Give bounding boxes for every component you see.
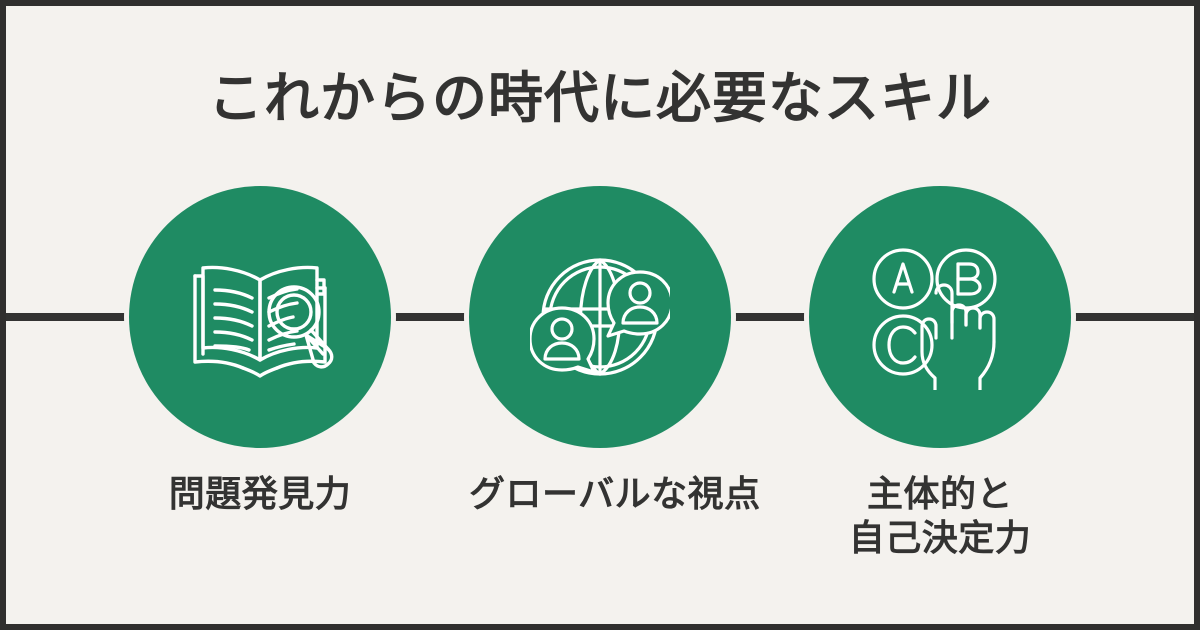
- abc-choice-hand-icon: [870, 245, 1010, 390]
- page-title: これからの時代に必要なスキル: [207, 67, 992, 129]
- book-magnifier-icon: [185, 250, 335, 385]
- skill-label-3-line1: 主体的と: [866, 473, 1013, 514]
- skill-item-1: [129, 186, 391, 448]
- skill-label-row: 問題発見力 グローバルな視点 主体的と 自己決定力: [6, 472, 1194, 592]
- skill-label-3: 主体的と 自己決定力: [809, 472, 1071, 560]
- skill-item-2: [469, 186, 731, 448]
- skill-circle-3: [809, 186, 1071, 448]
- skill-label-1: 問題発見力: [129, 472, 391, 516]
- skill-label-2-line1: グローバルな視点: [469, 473, 761, 514]
- skill-item-3: [809, 186, 1071, 448]
- skill-label-1-line1: 問題発見力: [168, 473, 352, 514]
- skill-label-3-line2: 自己決定力: [848, 516, 1032, 558]
- skill-circle-row: [6, 186, 1194, 448]
- skill-label-2: グローバルな視点: [469, 472, 760, 516]
- skill-circle-2: [469, 186, 731, 448]
- skill-circle-1: [129, 186, 391, 448]
- globe-people-chat-icon: [530, 247, 670, 387]
